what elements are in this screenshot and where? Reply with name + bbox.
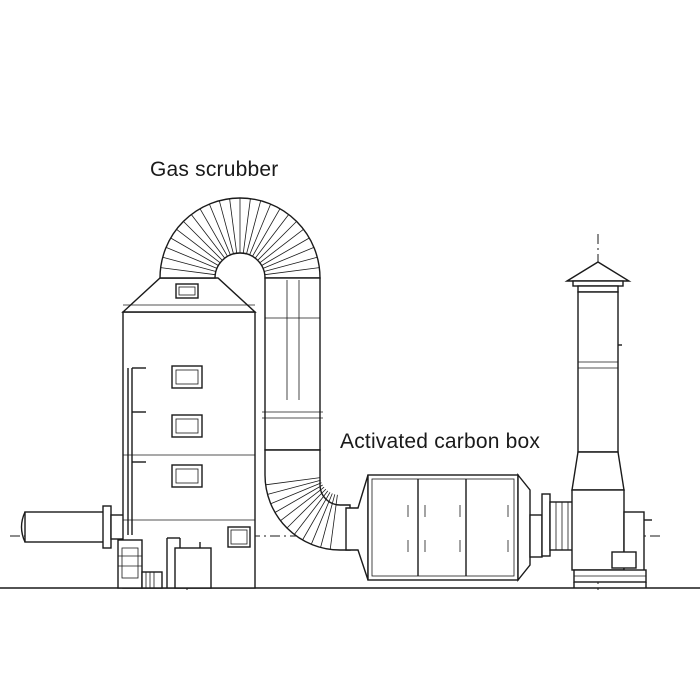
- duct-rib: [262, 247, 315, 269]
- scrubber-tower: [121, 277, 257, 589]
- dosing-tank: [166, 537, 212, 589]
- duct-rib: [176, 228, 221, 264]
- duct-rib: [274, 484, 323, 513]
- pump: [117, 539, 163, 589]
- duct-rib: [264, 267, 320, 276]
- duct-rib: [286, 488, 327, 529]
- inlet-pipe: [20, 505, 126, 549]
- duct-rib: [242, 198, 251, 254]
- duct-rib: [252, 208, 281, 257]
- duct-rib: [229, 198, 238, 254]
- duct-rib: [183, 221, 223, 261]
- duct-rib: [261, 237, 310, 266]
- duct-rib: [329, 494, 338, 550]
- vertical-duct: [262, 277, 323, 451]
- duct-rib: [218, 200, 234, 255]
- exhaust-stack: [564, 261, 632, 491]
- lower-elbow: [264, 449, 351, 551]
- gas-scrubber-label: Gas scrubber: [150, 158, 279, 181]
- duct-rib: [267, 479, 321, 495]
- duct-rib: [320, 494, 336, 548]
- duct-rib: [249, 203, 271, 256]
- duct-rib: [310, 493, 333, 545]
- fan-housing: [571, 489, 652, 588]
- gooseneck-duct: [159, 197, 321, 279]
- duct-rib: [209, 203, 231, 256]
- duct-rib: [302, 492, 331, 541]
- duct-rib: [263, 256, 318, 272]
- duct-rib: [257, 221, 297, 261]
- duct-rib: [165, 247, 218, 269]
- activated-carbon-box: [345, 473, 543, 582]
- activated-carbon-box-label: Activated carbon box: [340, 430, 541, 453]
- duct-rib: [160, 267, 216, 276]
- duct-rib: [199, 208, 228, 257]
- duct-rib: [246, 200, 262, 255]
- duct-rib: [259, 228, 304, 264]
- duct-rib: [190, 214, 226, 259]
- duct-rib: [170, 237, 219, 266]
- duct-rib: [265, 477, 321, 486]
- duct-rib: [293, 490, 329, 535]
- duct-rib: [254, 214, 290, 259]
- duct-rib: [280, 486, 325, 522]
- duct-rib: [162, 256, 217, 272]
- duct-rib: [270, 482, 322, 505]
